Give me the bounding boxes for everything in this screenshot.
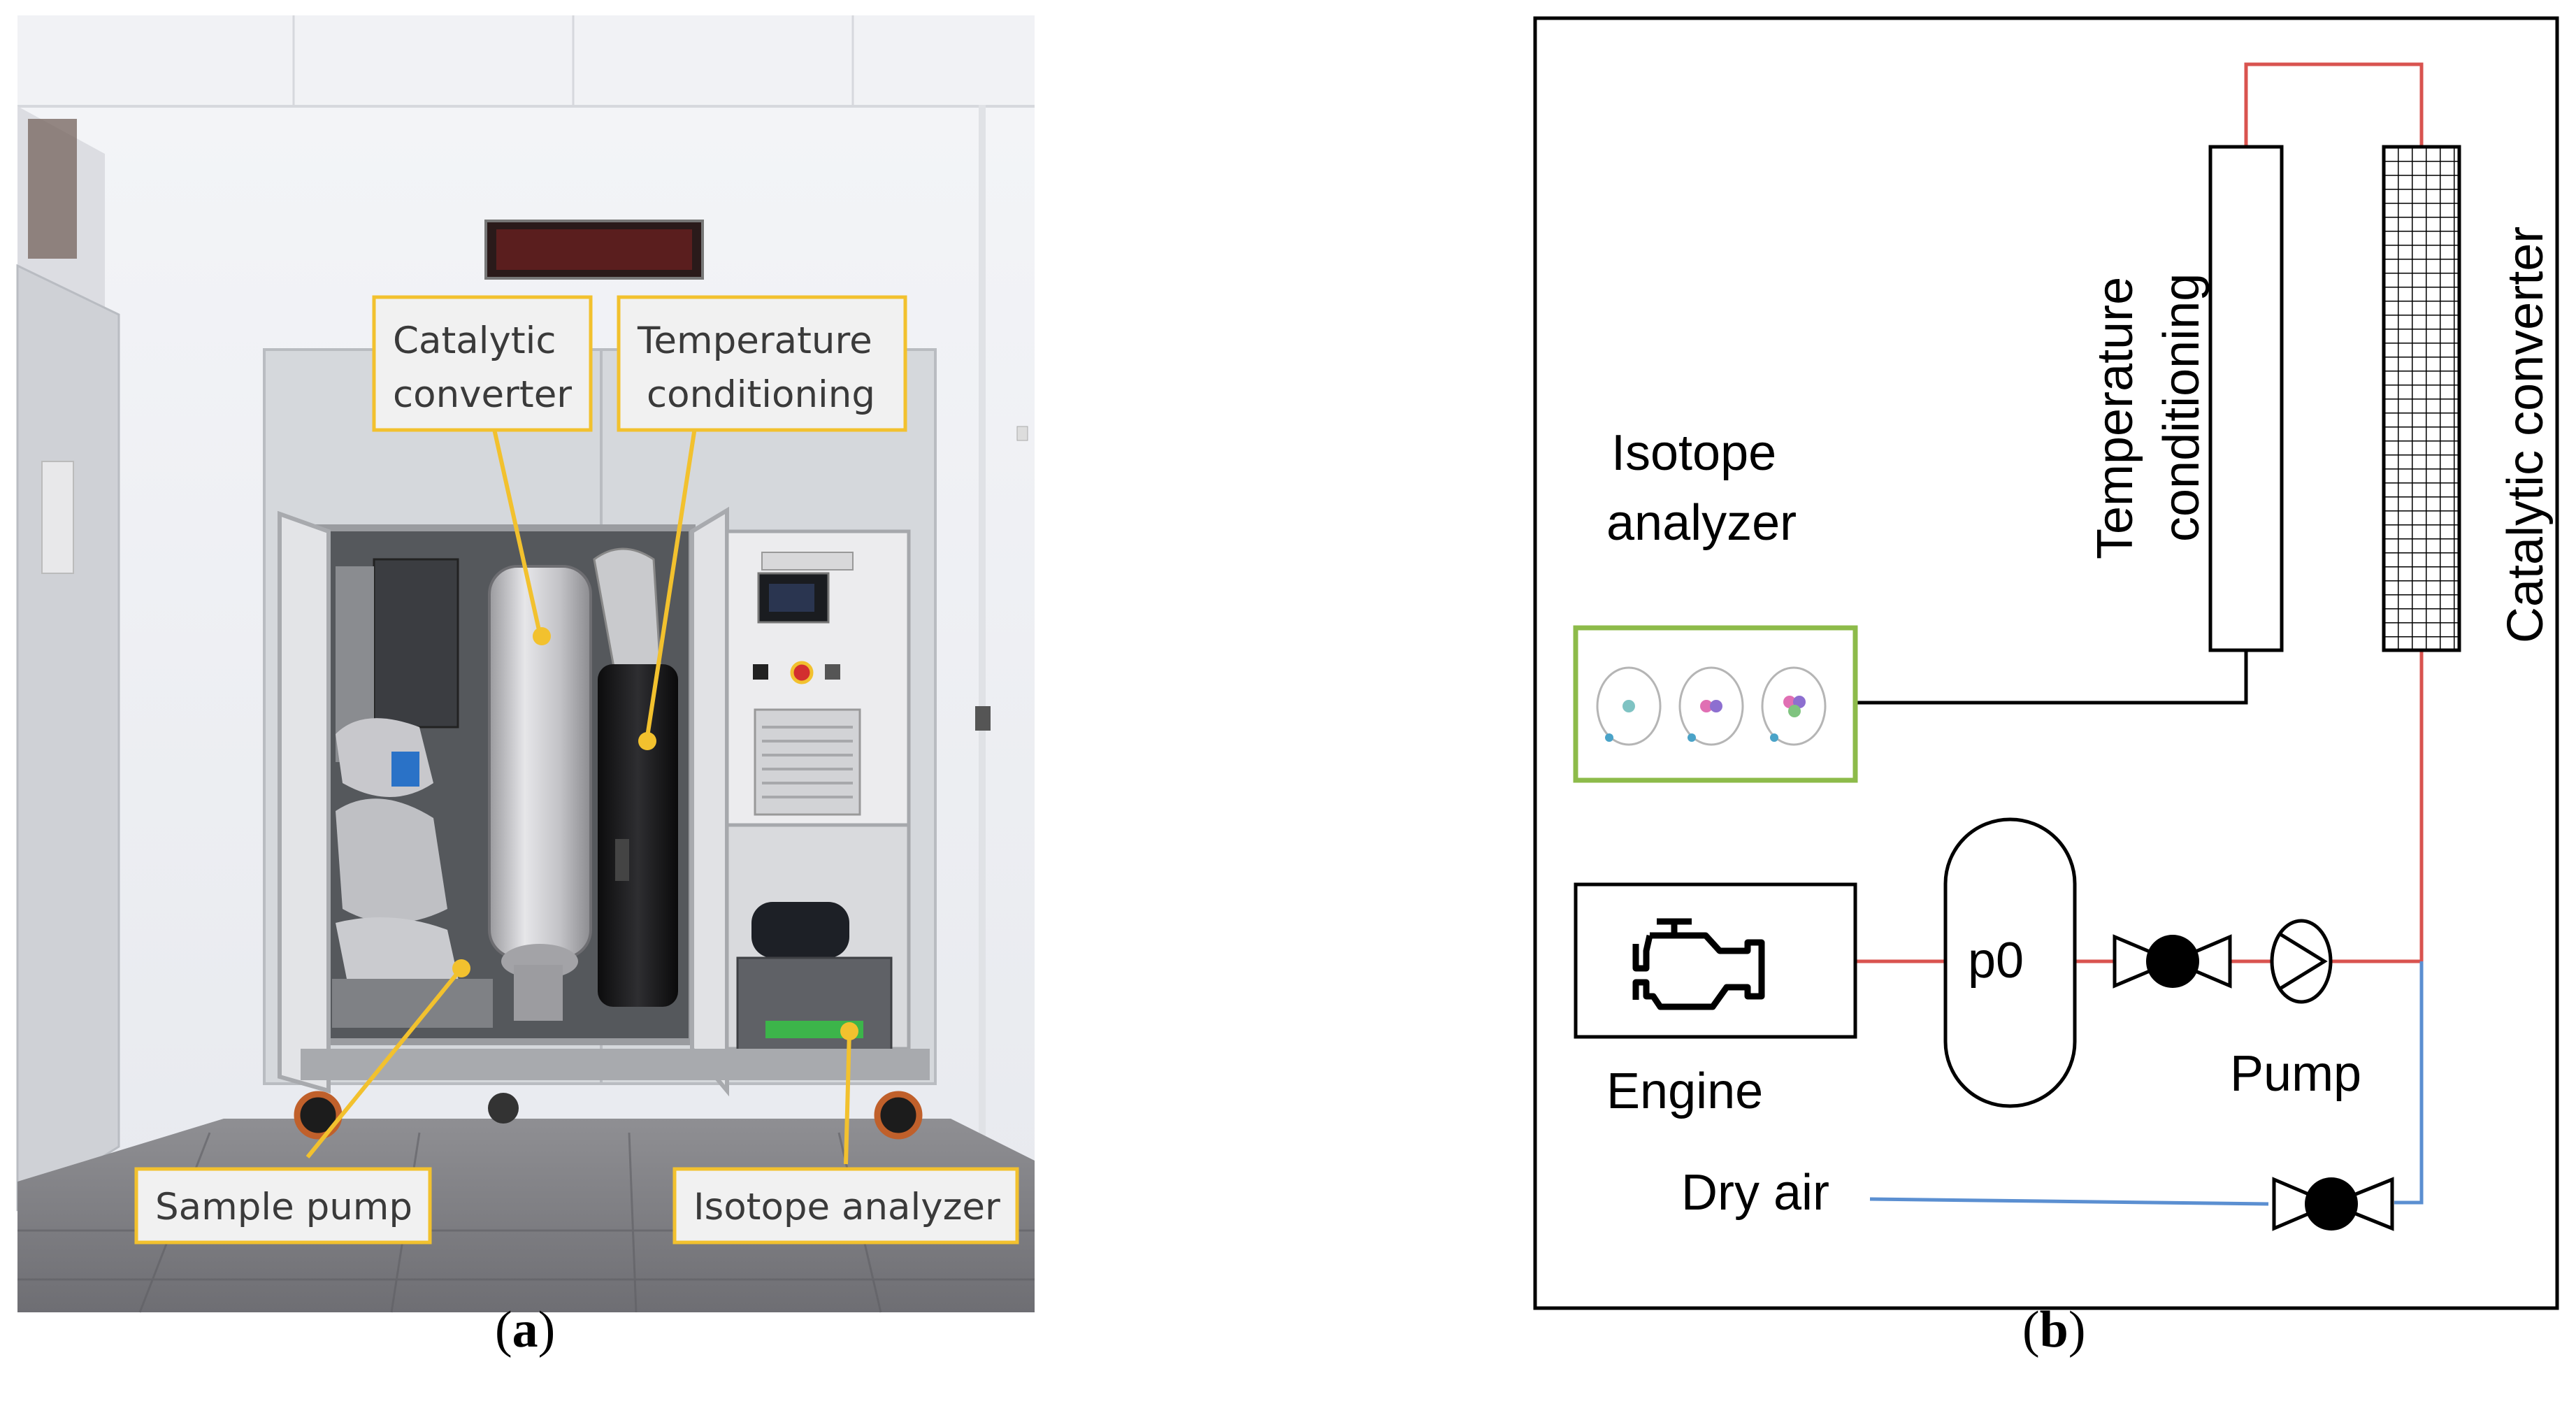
svg-text:Isotope analyzer: Isotope analyzer: [693, 1186, 1000, 1228]
engine-box: [1574, 882, 1857, 1039]
temperature-conditioning-box: [2208, 145, 2284, 652]
callout-sample-pump: Sample pump: [134, 1167, 432, 1245]
callout-dots: [452, 627, 858, 1040]
dry-air-valve: [2272, 1177, 2394, 1231]
svg-text:converter: converter: [393, 373, 572, 416]
p0-vessel: [1943, 817, 2077, 1108]
catalytic-converter-box: [2382, 145, 2461, 652]
callout-lines: [305, 422, 851, 1165]
temperature-conditioning-label-2: conditioning: [2154, 273, 2210, 542]
p0-label: p0: [1968, 933, 2024, 989]
svg-text:Temperature: Temperature: [637, 320, 872, 362]
catalytic-converter-label: Catalytic converter: [2498, 227, 2554, 643]
callout-isotope-analyzer: Isotope analyzer: [672, 1167, 1019, 1245]
svg-text:Catalytic: Catalytic: [393, 320, 556, 362]
engine-label: Engine: [1606, 1063, 1763, 1119]
engine-icon: [1632, 918, 1765, 1010]
temperature-conditioning-label-1: Temperature: [2087, 277, 2143, 559]
caption-a: (a): [495, 1301, 556, 1358]
dry-air-label: Dry air: [1681, 1165, 1829, 1221]
callout-temperature-conditioning: Temperature conditioning: [617, 295, 907, 432]
isotope-analyzer-label-1: Isotope: [1611, 425, 1776, 481]
svg-text:conditioning: conditioning: [647, 373, 875, 416]
caption-b: (b): [2022, 1301, 2086, 1358]
exhaust-valve: [2113, 934, 2232, 989]
panel-a-photo: [16, 15, 1035, 1313]
pump-symbol: [2270, 919, 2333, 1004]
exhaust-lines: [1855, 62, 2424, 963]
svg-text:Sample pump: Sample pump: [155, 1186, 412, 1228]
isotope-atom-icons: [1596, 666, 1827, 746]
dry-air-lines: [1869, 961, 2424, 1206]
callout-catalytic-converter: Catalytic converter: [372, 295, 593, 432]
pump-label: Pump: [2230, 1046, 2361, 1102]
analyzer-line: [1857, 650, 2248, 705]
isotope-analyzer-label-2: analyzer: [1606, 495, 1797, 551]
